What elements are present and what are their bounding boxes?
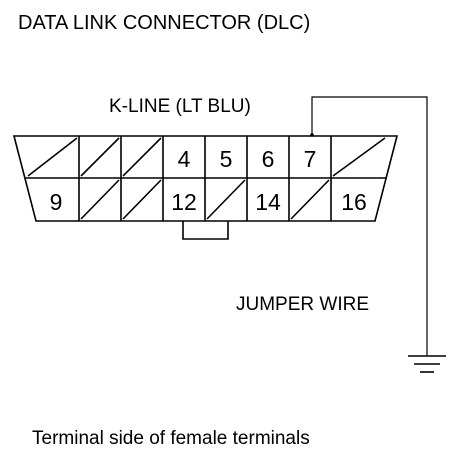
ground-icon — [408, 355, 446, 373]
connector-outline — [12, 135, 399, 222]
kline-label: K-LINE (LT BLU) — [109, 96, 251, 117]
unused-terminal-2 — [80, 137, 120, 177]
pin-12: 12 — [171, 189, 197, 215]
pin-16: 16 — [341, 189, 367, 215]
pin-7: 7 — [304, 146, 317, 172]
cell-dividers — [78, 136, 332, 221]
jumper-wire — [311, 96, 428, 356]
pin-4: 4 — [178, 146, 191, 172]
pin-7-contact — [310, 133, 314, 137]
unused-terminal-13 — [206, 179, 246, 220]
pin-5: 5 — [220, 146, 233, 172]
pins-bottom-row: 9 12 14 16 — [50, 189, 367, 215]
unused-terminal-3 — [122, 137, 162, 177]
unused-terminal-10 — [80, 179, 120, 220]
pin-9: 9 — [50, 189, 63, 215]
dlc-connector — [12, 135, 399, 240]
connector-key-tab — [182, 221, 229, 240]
jumper-wire-label: JUMPER WIRE — [236, 294, 369, 315]
unused-terminal-1 — [27, 137, 78, 177]
diagram-title: DATA LINK CONNECTOR (DLC) — [18, 12, 310, 34]
pin-14: 14 — [255, 189, 281, 215]
unused-terminal-15 — [290, 179, 330, 220]
unused-terminal-11 — [122, 179, 162, 220]
pins-top-row: 4 5 6 7 — [178, 146, 317, 172]
pin-6: 6 — [262, 146, 275, 172]
footer-caption: Terminal side of female terminals — [32, 428, 310, 449]
unused-terminal-8 — [332, 137, 386, 177]
unused-terminal-hatches — [27, 137, 386, 220]
